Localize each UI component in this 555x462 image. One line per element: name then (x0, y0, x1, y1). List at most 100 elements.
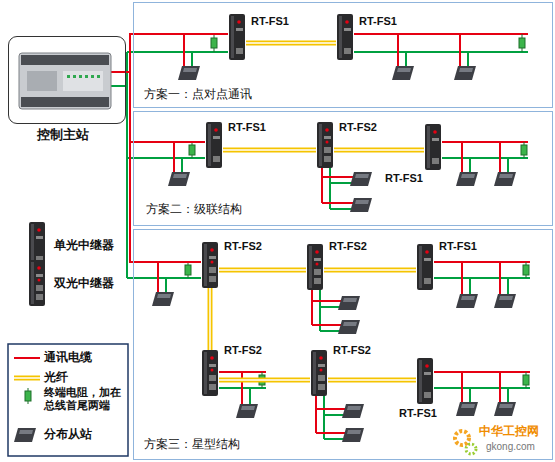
repeater: RT-FS1 (205, 122, 223, 168)
scheme-title: 方案三：星型结构 (143, 438, 241, 452)
terminal-resistor (523, 372, 529, 388)
bus-wire (249, 388, 251, 406)
cable-wire (461, 142, 463, 174)
watermark: 中华工控网 (478, 425, 540, 439)
legend-text: 双光中继器 (54, 276, 126, 290)
repeater: RT-FS1 (336, 14, 354, 60)
fiber-core (246, 42, 336, 44)
fiber-core (334, 149, 424, 151)
slave-station (178, 66, 200, 80)
device-label: RT-FS2 (223, 344, 263, 357)
repeater-icon (205, 122, 223, 168)
slave-station (152, 292, 174, 306)
repeater: RT-FS1 (424, 124, 442, 170)
slave-station (338, 320, 360, 334)
cable-wire (312, 324, 344, 326)
cable-wire (499, 262, 501, 296)
repeater: RT-FS2 (306, 244, 324, 290)
cable-path (126, 72, 205, 142)
bus-wire (507, 388, 509, 404)
slave-station (456, 294, 478, 308)
slave-station (236, 404, 258, 418)
fiber-core (219, 379, 310, 381)
legend-box (8, 344, 128, 456)
repeater: RT-FS1 (416, 358, 434, 404)
bus-wire (126, 52, 128, 278)
plc-picture (13, 41, 123, 121)
fiber-core (223, 149, 316, 151)
scheme-title: 方案二：级联结构 (145, 203, 243, 217)
bus-wire (127, 277, 201, 279)
repeater-icon (336, 14, 354, 60)
cable-wire (321, 168, 323, 203)
bus-wire (434, 387, 530, 389)
slave-station (494, 402, 516, 416)
bus-wire (507, 278, 509, 296)
watermark: gkong.com (485, 441, 536, 453)
fiber-path (223, 148, 316, 153)
cable-wire (499, 142, 501, 174)
slave-station (456, 172, 478, 186)
terminal-resistor (211, 34, 217, 52)
bus-wire (469, 158, 471, 174)
fiber-path (324, 268, 416, 273)
terminal-resistor (521, 142, 527, 158)
scheme-panel: RT-FS1RT-FS2RT-FS1方案二：级联结构 (133, 111, 553, 226)
bus-wire (127, 157, 205, 159)
cable-path (126, 34, 228, 72)
device-label: RT-FS1 (384, 172, 424, 185)
bus-wire (181, 158, 183, 174)
terminal-resistor (523, 262, 529, 278)
slave-station (338, 296, 360, 310)
scheme-title: 方案一：点对点通讯 (143, 88, 253, 102)
repeater-icon (201, 242, 219, 288)
legend-text: 分布从站 (44, 427, 124, 441)
fiber-core (328, 379, 416, 381)
device-label: RT-FS1 (250, 15, 290, 28)
fiber-link (324, 270, 416, 271)
fiber-link (328, 380, 416, 381)
fiber-core (219, 269, 306, 271)
repeater-icon (416, 244, 434, 290)
slave-station (454, 66, 476, 80)
repeater-icon (416, 358, 434, 404)
device-label: RT-FS1 (227, 121, 267, 134)
bus-wire (467, 52, 469, 68)
cable-wire (442, 141, 528, 143)
bus-wire (127, 51, 228, 53)
legend-text: 光纤 (44, 370, 124, 384)
repeater-icon (306, 244, 324, 290)
watermark-gears (455, 431, 476, 454)
fiber-link (246, 43, 336, 44)
fiber-path (328, 378, 416, 383)
bus-wire (165, 278, 167, 294)
device-label: RT-FS2 (328, 240, 368, 253)
scheme-panel: RT-FS1 RT-FS1 方案一：点对点通讯 (133, 2, 553, 108)
repeater: RT-FS2 (316, 122, 334, 168)
cable-wire (434, 261, 530, 263)
cable-link (126, 34, 228, 72)
repeater: RT-FS1 (416, 244, 434, 290)
bus-wire (405, 52, 407, 68)
fiber-core (324, 269, 416, 271)
cable-wire (397, 34, 399, 68)
slave-station (342, 404, 364, 418)
slave-station (494, 172, 516, 186)
cable-wire (316, 408, 348, 410)
terminal-resistor (25, 388, 31, 404)
bus-wire (442, 157, 528, 159)
legend-text: 单光中继器 (54, 238, 126, 252)
device-label: RT-FS1 (398, 407, 438, 420)
device-label: RT-FS2 (332, 344, 372, 357)
fiber-link (219, 380, 310, 381)
fiber-path (219, 378, 310, 383)
fiber-link (223, 150, 316, 151)
slave-station (14, 428, 36, 442)
device-label: RT-FS1 (358, 15, 398, 28)
cable-wire (434, 371, 530, 373)
station-label: 控制主站 (36, 128, 90, 143)
fiber-sample (14, 377, 40, 379)
fiber-link (210, 288, 211, 350)
cable-wire (183, 34, 185, 68)
cable-wire (322, 202, 356, 204)
